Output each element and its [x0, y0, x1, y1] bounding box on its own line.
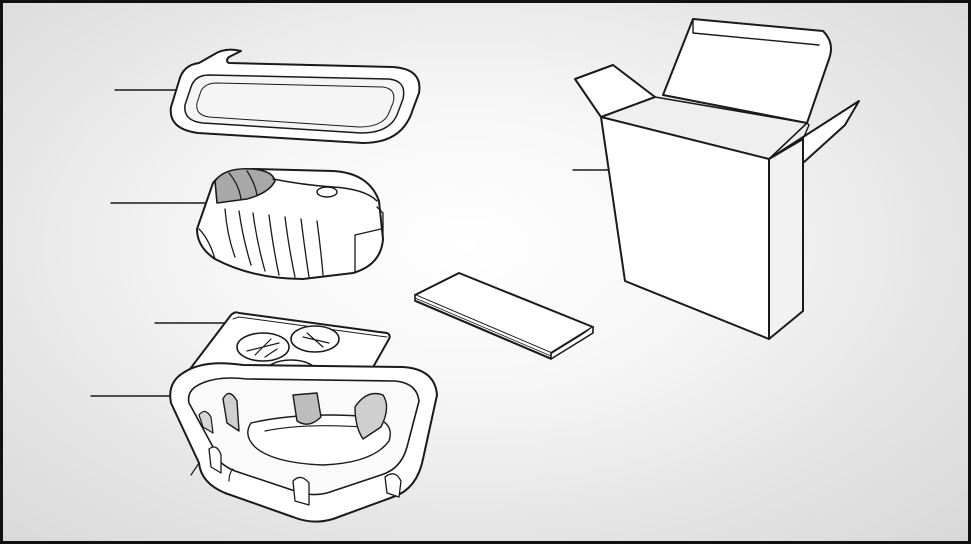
carton-box-icon	[574, 18, 860, 340]
exploded-view-diagram	[90, 18, 860, 523]
callout-device	[110, 200, 216, 206]
tray-icon	[169, 362, 438, 523]
leaflet-icon	[414, 272, 594, 360]
device-icon	[196, 167, 384, 280]
tray-lid-icon	[169, 48, 421, 144]
